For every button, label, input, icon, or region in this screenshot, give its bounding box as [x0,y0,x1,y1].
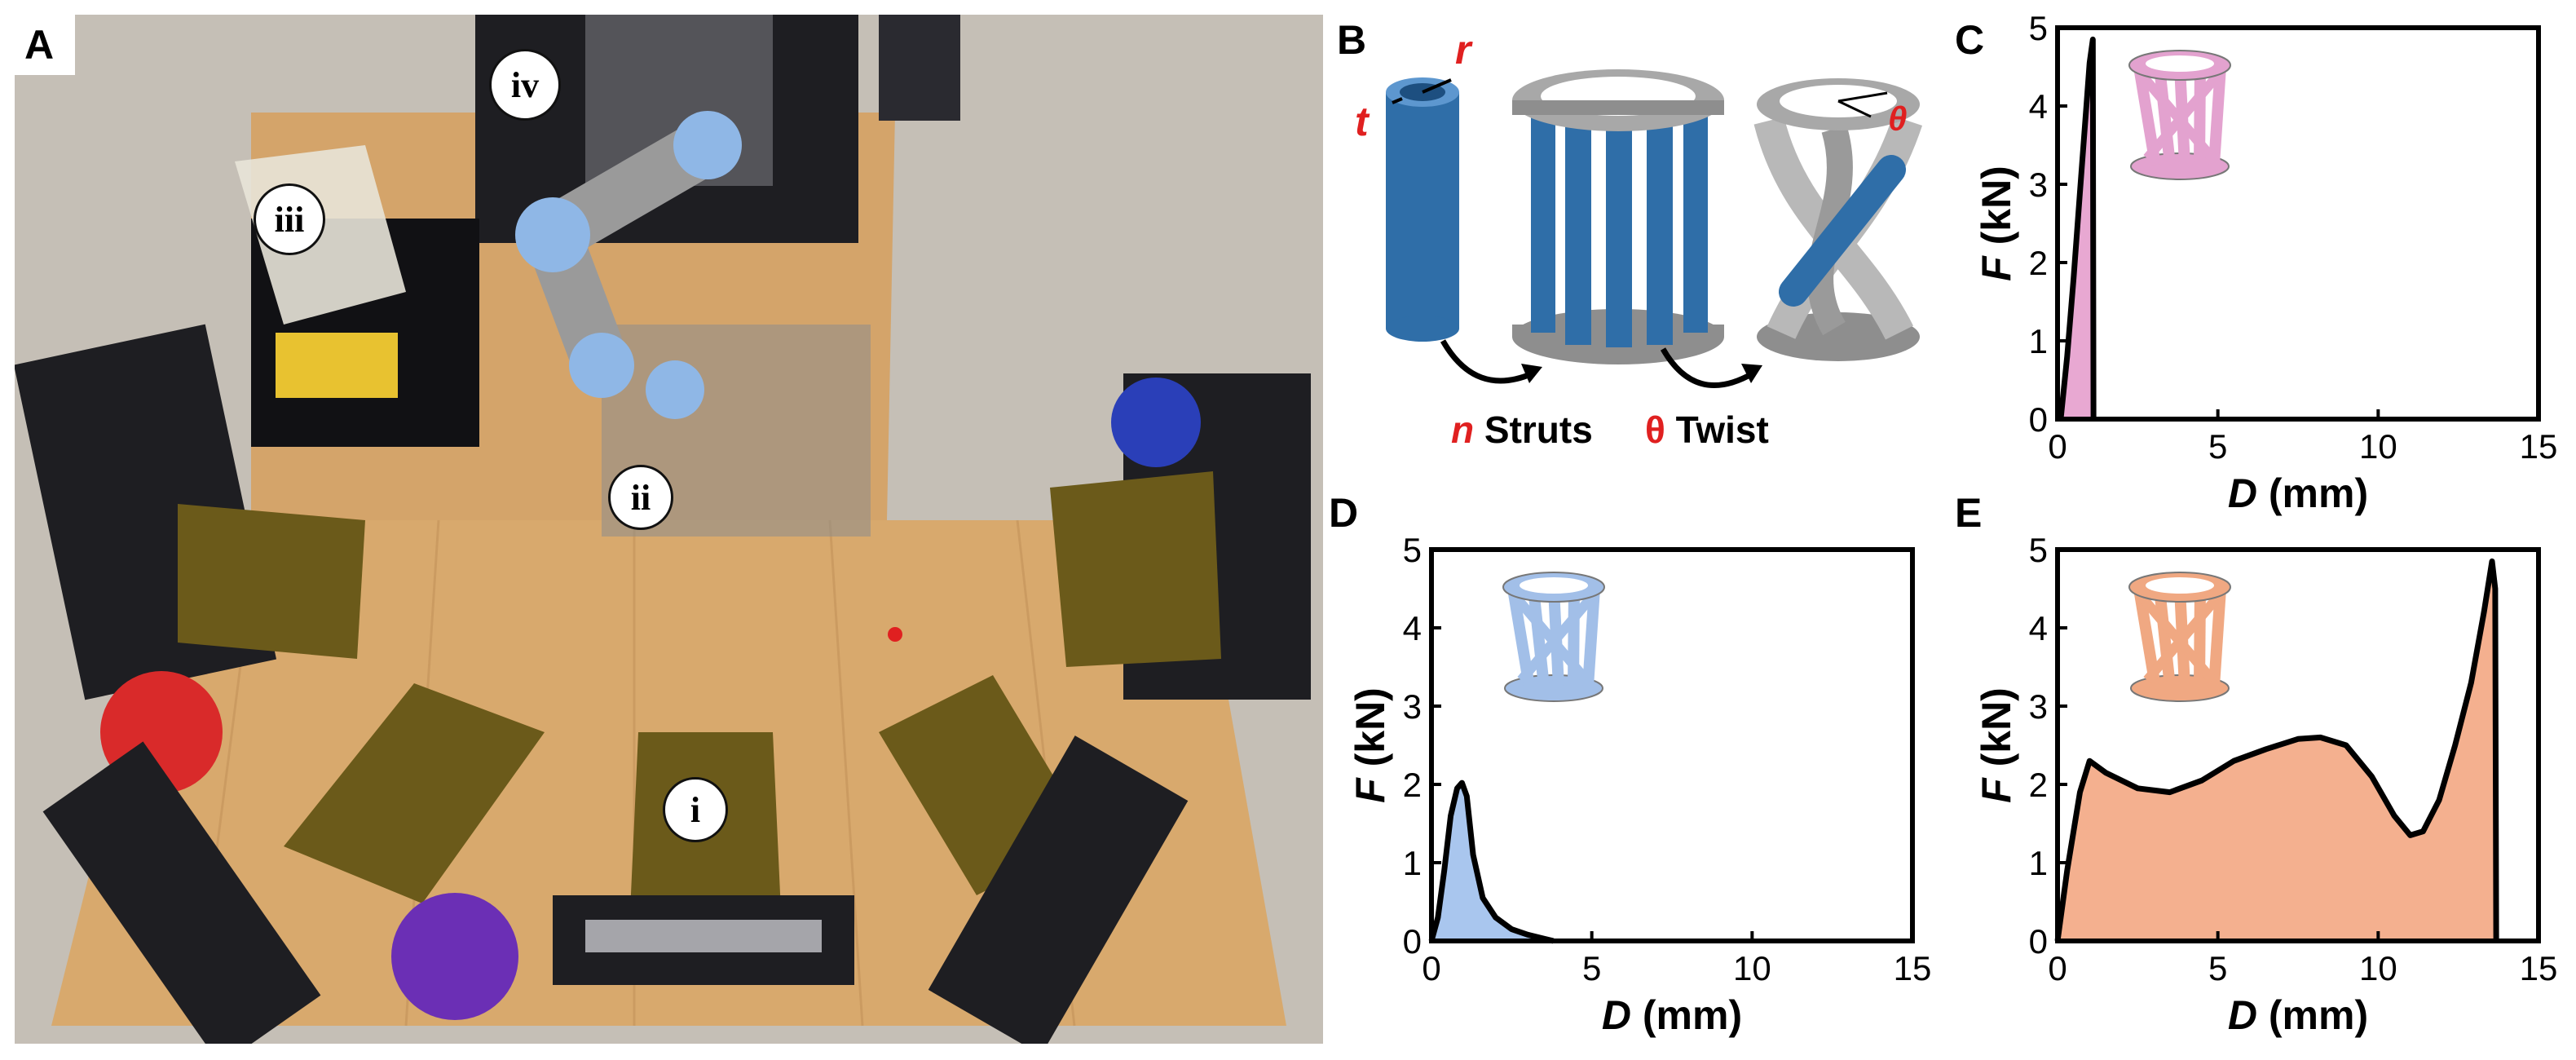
chart-e-xtick-label: 10 [2359,949,2397,987]
chart-e-ytick-label: 1 [2029,844,2048,882]
chart-d-inset-lattice-icon [1502,572,1605,702]
panel-label-a-box [15,15,75,75]
panel-label-b: B [1337,17,1367,63]
chart-d-xtick-label: 10 [1733,949,1771,987]
printer-bottom-right [879,675,1189,1055]
lab-photo-illustration [13,15,1323,1060]
panel-label-c: C [1955,17,1985,63]
chart-e-ytick-label: 4 [2029,609,2048,647]
chart-d-ytick-label: 4 [1403,609,1422,647]
panel-label-d: D [1329,490,1359,536]
chart-e-ytick-label: 5 [2029,538,2048,569]
chart-d-xtick-label: 5 [1582,949,1601,987]
label-theta-twist: θ Twist [1645,409,1769,451]
chart-c-inset-lattice-icon [2128,50,2231,180]
arrow-twist [1660,347,1754,388]
blue-spool [1111,378,1201,467]
chart-c-ytick-label: 5 [2029,16,2048,47]
lattice-schematic: r t [1337,15,1924,488]
robot-arm [515,111,742,419]
chart-c-ytick-label: 1 [2029,322,2048,360]
schematic-svg: r t [1355,27,1923,451]
chart-d-xlabel: D (mm) [1602,992,1742,1038]
chart-e-ylabel: F (kN) [1974,687,2019,803]
chart-c-frame [2055,25,2541,422]
printer-right [1050,373,1311,700]
chart-c-xtick-label: 10 [2359,427,2397,466]
chart-d-ytick-label: 2 [1403,766,1422,804]
panel-label-a: A [24,22,55,68]
arrow-struts [1440,339,1534,384]
chart-d-area [1431,783,1554,941]
chart-d-xtick-label: 15 [1894,949,1932,987]
chart-c-curve [2058,36,2097,420]
chart-c-xtick-label: 0 [2048,427,2067,466]
chart-e-ytick-label: 3 [2029,687,2048,726]
chart-e-ytick-label: 2 [2029,766,2048,804]
label-n-struts: n Struts [1451,409,1593,451]
station-label-iii: iii [254,183,325,255]
chart-d-ylabel: F (kN) [1348,687,1393,803]
chart-c-ytick-label: 3 [2029,166,2048,204]
chart-e-xtick-label: 0 [2048,949,2067,987]
chart-e-area [2058,561,2497,941]
chart-c-ylabel: F (kN) [1974,166,2019,281]
chart-e-xlabel: D (mm) [2228,992,2368,1038]
chart-d-ytick-label: 0 [1403,922,1422,961]
chart-d-frame [1429,547,1915,943]
chart-e-inset-lattice-icon [2128,572,2231,702]
strut-lattice [1512,69,1724,364]
chart-c-xlabel: D (mm) [2228,470,2368,516]
chart-d-ytick-label: 5 [1403,538,1422,569]
station-label-iv: iv [489,49,561,121]
param-theta: θ [1888,99,1907,138]
chart-d-ytick-label: 3 [1403,687,1422,726]
param-t: t [1355,99,1370,144]
chart-e-curve [2054,558,2499,942]
station-label-ii: ii [608,465,673,530]
chart-c-xtick-label: 15 [2520,427,2558,466]
chart-e-xtick-label: 15 [2520,949,2558,987]
chart-c-ytick-label: 4 [2029,87,2048,126]
chart-d-curve [1428,780,1555,944]
panel-label-e: E [1955,490,1983,536]
chart-e-frame [2055,547,2541,943]
single-strut [1386,77,1459,342]
param-r: r [1455,27,1473,73]
chart-d-ytick-label: 1 [1403,844,1422,882]
lab-photo: i ii iii iv A [13,15,1323,1060]
twisted-lattice [1753,78,1923,361]
station-label-i: i [663,777,728,842]
chart-d-xtick-label: 0 [1422,949,1440,987]
purple-spool [391,893,518,1020]
chart-e-xtick-label: 5 [2208,949,2227,987]
printer-bottom-left [42,683,545,1060]
chart-c-ytick-label: 0 [2029,400,2048,439]
chart-e-ytick-label: 0 [2029,922,2048,961]
chart-c-ytick-label: 2 [2029,244,2048,282]
chart-c-xtick-label: 5 [2208,427,2227,466]
